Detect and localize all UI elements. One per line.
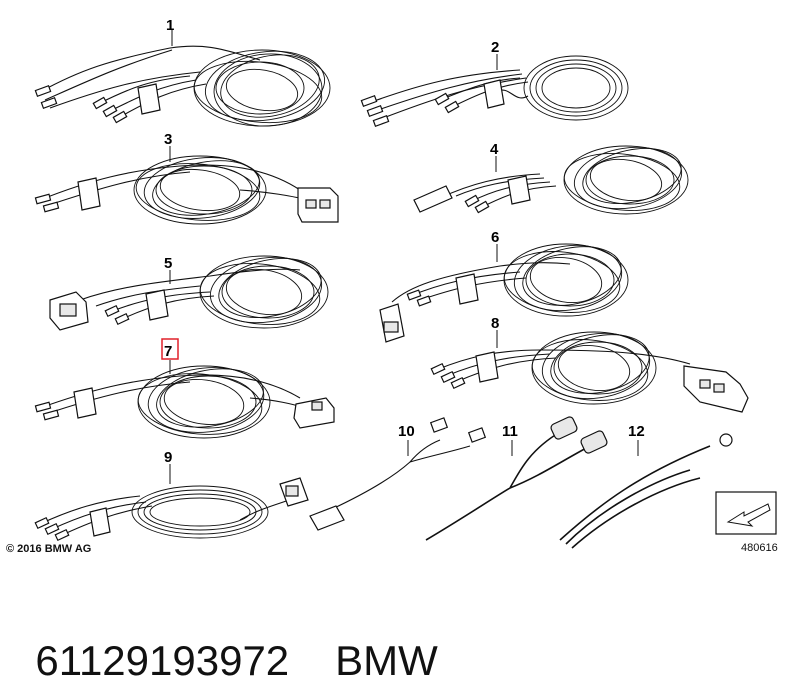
harness-item-2: 2	[360, 39, 629, 127]
callout-6: 6	[491, 229, 499, 246]
harness-item-5: 5	[49, 255, 329, 331]
caption: 61129193972 BMW	[12, 586, 438, 686]
callout-1: 1	[166, 17, 174, 34]
harness-item-12: 12	[559, 423, 733, 549]
brand-name: BMW	[335, 637, 438, 684]
callout-12: 12	[628, 423, 645, 440]
callout-11: 11	[502, 423, 518, 440]
callout-4: 4	[490, 141, 499, 158]
harness-item-8: 8	[430, 315, 749, 413]
harness-item-11: 11	[425, 416, 608, 541]
callout-3: 3	[164, 131, 172, 148]
harness-item-1: 1	[34, 17, 331, 127]
reference-number: 480616	[741, 542, 778, 554]
highlight-box	[161, 338, 179, 360]
harness-item-4: 4	[413, 141, 689, 215]
callout-9: 9	[164, 449, 172, 466]
copyright-text: © 2016 BMW AG	[6, 543, 92, 555]
harness-item-3: 3	[34, 131, 339, 225]
harness-item-9: 9	[34, 449, 309, 542]
callout-2: 2	[491, 39, 499, 56]
arrow-frame-icon	[715, 491, 777, 535]
harness-item-6: 6	[379, 229, 629, 343]
callout-7: 7	[164, 343, 172, 360]
callout-10: 10	[398, 423, 415, 440]
callout-5: 5	[164, 255, 172, 272]
callout-8: 8	[491, 315, 499, 332]
harness-item-7: 7	[34, 338, 335, 439]
parts-diagram: 1 2	[34, 17, 777, 549]
harness-item-10: 10	[309, 417, 487, 531]
part-number: 61129193972	[35, 637, 290, 684]
